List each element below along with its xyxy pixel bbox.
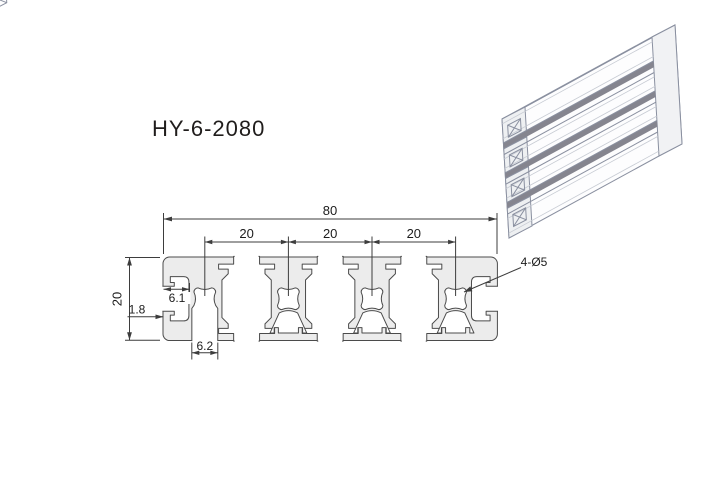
- dim-pitch-2-label: 20: [323, 226, 337, 241]
- arch-cavity-30: [270, 311, 307, 333]
- dimension-wall-thickness: 1.8: [127, 303, 164, 320]
- dimension-overall-width: 80: [163, 203, 498, 254]
- dim-pitch-3-label: 20: [407, 226, 421, 241]
- part-number-title: HY-6-2080: [152, 116, 266, 141]
- cross-section-view: [159, 253, 501, 344]
- dim-4xd5-label: 4-Ø5: [521, 255, 548, 269]
- screw-hole-3: [361, 288, 383, 310]
- dimension-pitch-chain: 20 20 20: [204, 226, 457, 296]
- dim-80-label: 80: [323, 203, 337, 218]
- dim-pitch-1-label: 20: [239, 226, 253, 241]
- dim-20-height-label: 20: [110, 292, 125, 306]
- dimension-corner-holes: 4-Ø5: [463, 255, 548, 293]
- tslot-cell-40: [302, 256, 358, 341]
- iso-hole-mark: [0, 0, 8, 7]
- end-slot-right: [471, 277, 499, 321]
- screw-hole-4: [445, 288, 467, 310]
- arch-cavity-50: [354, 311, 391, 333]
- dim-6-2-label: 6.2: [196, 339, 213, 353]
- tslot-cell-20: [219, 256, 275, 341]
- isometric-view: [0, 0, 683, 239]
- dimension-overall-height: 20: [110, 257, 160, 341]
- dimension-slot-depth: 6.1: [163, 283, 191, 305]
- tslot-cell-60: [386, 256, 442, 341]
- dim-1-8-label: 1.8: [129, 303, 146, 317]
- screw-hole-2: [278, 288, 300, 310]
- arch-cavity-70: [437, 311, 474, 333]
- dimension-slot-opening: 6.2: [191, 339, 219, 360]
- dim-6-1-label: 6.1: [169, 291, 186, 305]
